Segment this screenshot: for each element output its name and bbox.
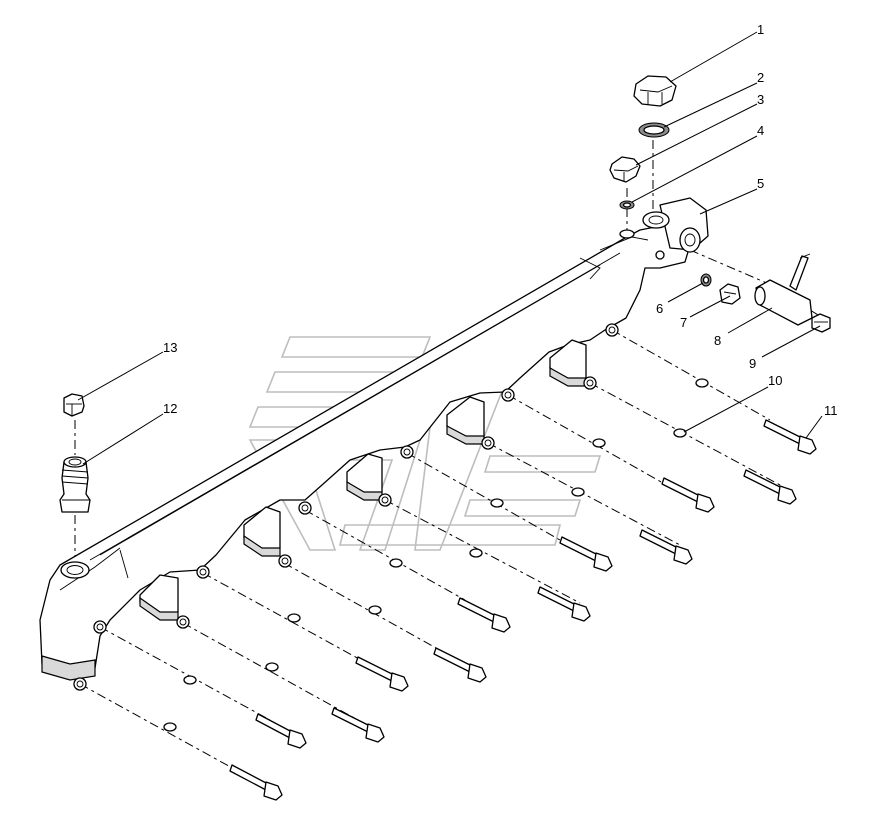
bolt [331, 707, 385, 743]
mounting-pad-1 [139, 565, 210, 629]
bolt [763, 419, 817, 455]
bolts [229, 419, 817, 801]
callout-12: 12 [163, 401, 177, 416]
cap-nut-part-13 [63, 393, 85, 417]
mounting-pads [41, 323, 619, 691]
sensor-part-8 [754, 253, 813, 326]
end-pad-left [41, 561, 107, 691]
callout-13: 13 [163, 340, 177, 355]
washer-part-2 [638, 122, 670, 138]
end-housing-right [619, 197, 709, 260]
bolt [433, 647, 487, 683]
cap-part-1 [633, 75, 677, 107]
bolt [537, 586, 591, 622]
bolt [355, 656, 409, 692]
assembly-axes [74, 140, 824, 776]
callout-labels: 1 2 3 4 5 6 7 8 9 10 11 12 13 [163, 22, 838, 418]
mounting-pad-4 [446, 388, 515, 450]
leader-lines [77, 31, 823, 465]
fitting-part-12 [59, 456, 91, 513]
plug-part-3 [609, 156, 641, 183]
callout-4: 4 [757, 123, 764, 138]
screw-plug-part-7 [719, 283, 741, 305]
bolt [559, 536, 613, 572]
bolt [229, 764, 283, 801]
callout-8: 8 [714, 333, 721, 348]
mounting-pad-2 [243, 501, 312, 568]
bolt [639, 529, 693, 565]
rail-body [39, 224, 691, 673]
callout-3: 3 [757, 92, 764, 107]
callout-9: 9 [749, 356, 756, 371]
callout-1: 1 [757, 22, 764, 37]
callout-11: 11 [824, 403, 838, 418]
bolt [255, 713, 307, 749]
mounting-pad-5 [549, 323, 619, 390]
bolt [743, 469, 797, 505]
bolt-washers [163, 378, 709, 732]
mounting-pad-3 [346, 445, 414, 507]
callout-7: 7 [680, 315, 687, 330]
bolt [661, 477, 715, 513]
o-ring-part-6 [700, 273, 712, 287]
callout-5: 5 [757, 176, 764, 191]
bolt [457, 597, 511, 633]
callout-10: 10 [768, 373, 782, 388]
washer-part-4 [619, 200, 635, 210]
callout-6: 6 [656, 301, 663, 316]
callout-2: 2 [757, 70, 764, 85]
